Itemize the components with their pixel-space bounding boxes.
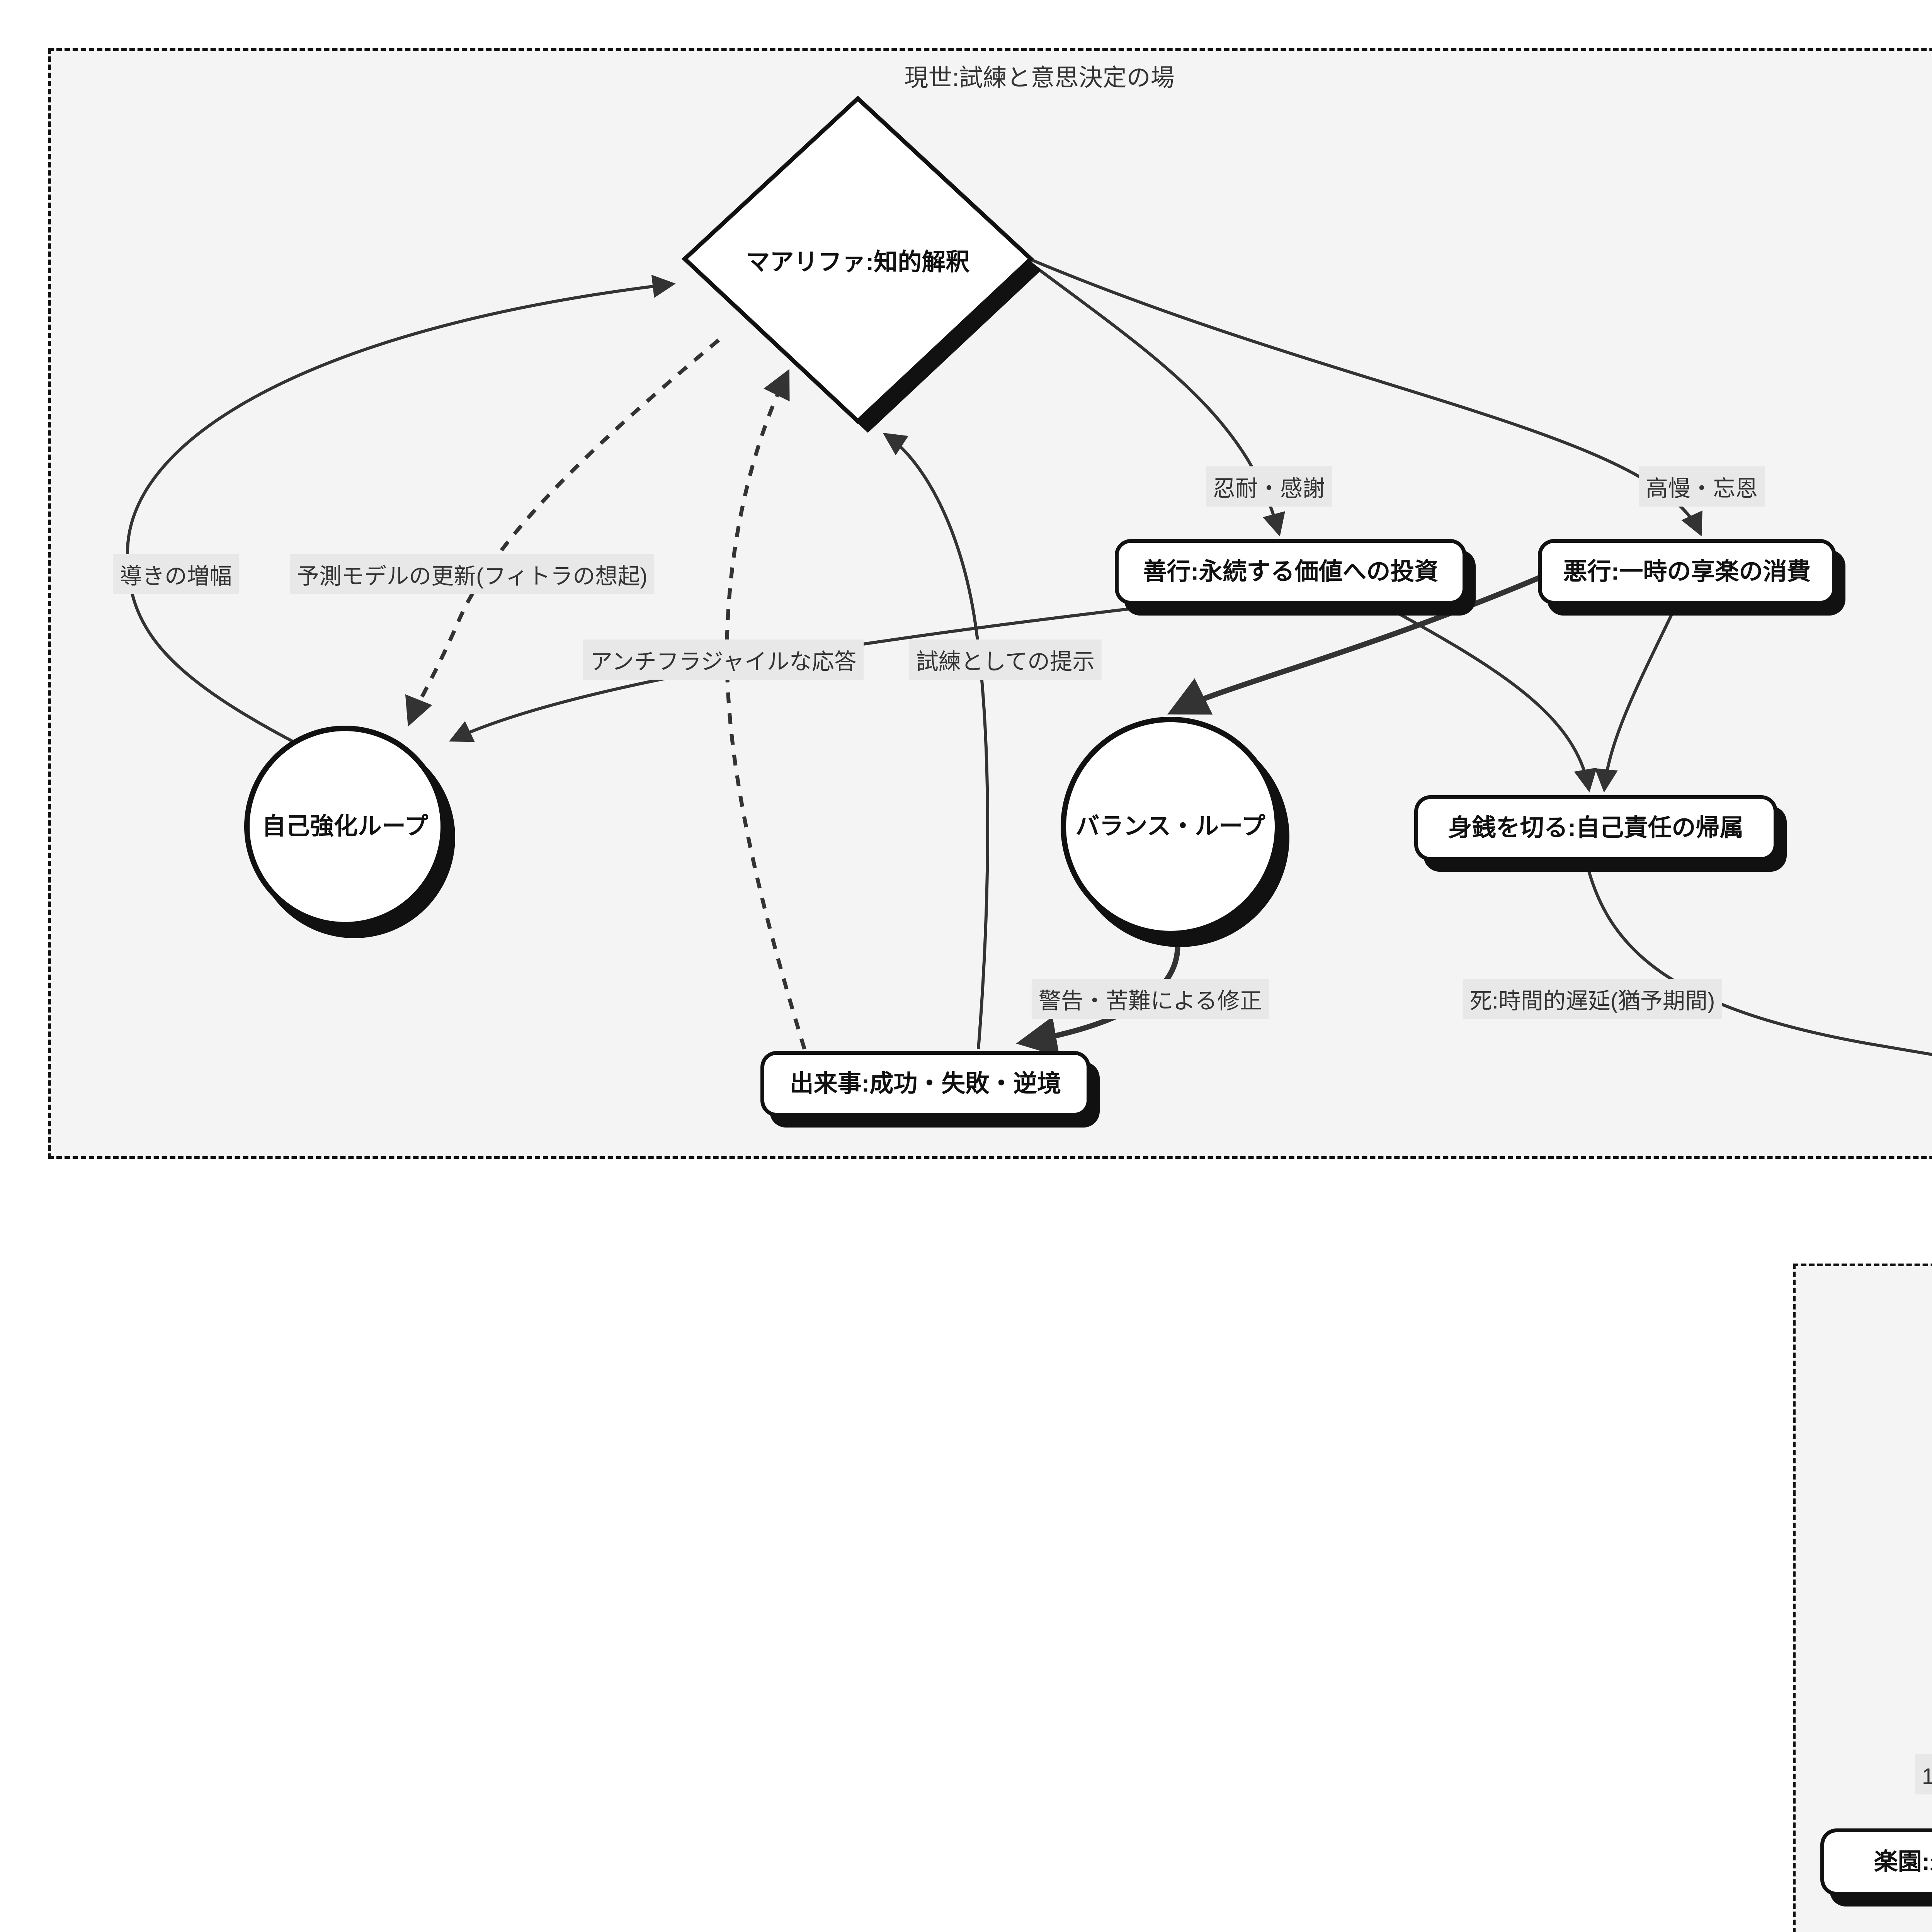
node-events: 出来事:成功・失敗・逆境: [760, 1051, 1090, 1117]
node-good: 善行:永続する価値への投資: [1115, 539, 1466, 605]
edge-label-reward-tenfold: 10倍以上の報奨: [1915, 1754, 1932, 1794]
node-balancing-loop: バランス・ループ: [1061, 717, 1280, 936]
edge-events-to-maarifa-trial: [883, 433, 989, 1049]
node-reinforcing-loop: 自己強化ループ: [244, 726, 446, 927]
node-paradise: 楽園:永遠の成功と静穏: [1820, 1828, 1932, 1896]
edge-label-patience: 忍耐・感謝: [1206, 466, 1332, 507]
node-maarifa-label: マアリファ:知的解釈: [746, 249, 970, 276]
node-paradise-label: 楽園:永遠の成功と静穏: [1874, 1849, 1932, 1876]
edge-evil-to-skin: [1595, 607, 1677, 793]
edge-label-model-update: 予測モデルの更新(フィトラの想起): [290, 554, 655, 594]
node-reinforcing-loop-label: 自己強化ループ: [262, 813, 429, 840]
edge-maarifa-to-reinforcing: [405, 338, 720, 727]
edge-label-trial: 試練としての提示: [909, 639, 1102, 680]
edge-evil-to-balancing: [1167, 575, 1541, 715]
node-balancing-loop-label: バランス・ループ: [1075, 813, 1265, 840]
node-good-label: 善行:永続する価値への投資: [1143, 558, 1439, 585]
edge-label-guidance: 導きの増幅: [112, 554, 239, 594]
edge-maarifa-to-evil: [1030, 258, 1702, 537]
edge-label-correction: 警告・苦難による修正: [1031, 979, 1269, 1019]
node-events-label: 出来事:成功・失敗・逆境: [789, 1070, 1061, 1097]
node-skin-in-the-game: 身銭を切る:自己責任の帰属: [1414, 795, 1777, 861]
edge-label-antifragile: アンチフラジャイルな応答: [583, 639, 864, 680]
edge-label-arrogance: 高慢・忘恩: [1638, 466, 1765, 507]
node-skin-in-the-game-label: 身銭を切る:自己責任の帰属: [1448, 815, 1744, 842]
edge-label-death: 死:時間的遅延(猶予期間): [1463, 979, 1722, 1019]
edge-events-to-maarifa-antifragile: [725, 369, 806, 1050]
node-maarifa-shape: [681, 95, 1041, 433]
subgraph-akhira: [1793, 1264, 1932, 1932]
edge-reinforcing-to-maarifa: [126, 275, 676, 743]
node-evil: 悪行:一時の享楽の消費: [1538, 539, 1836, 605]
edge-skin-to-grave: [1585, 861, 1932, 1056]
edge-good-to-skin: [1386, 606, 1597, 793]
node-evil-label: 悪行:一時の享楽の消費: [1563, 558, 1811, 585]
subgraph-dunya-title: 現世:試練と意思決定の場: [904, 65, 1175, 91]
